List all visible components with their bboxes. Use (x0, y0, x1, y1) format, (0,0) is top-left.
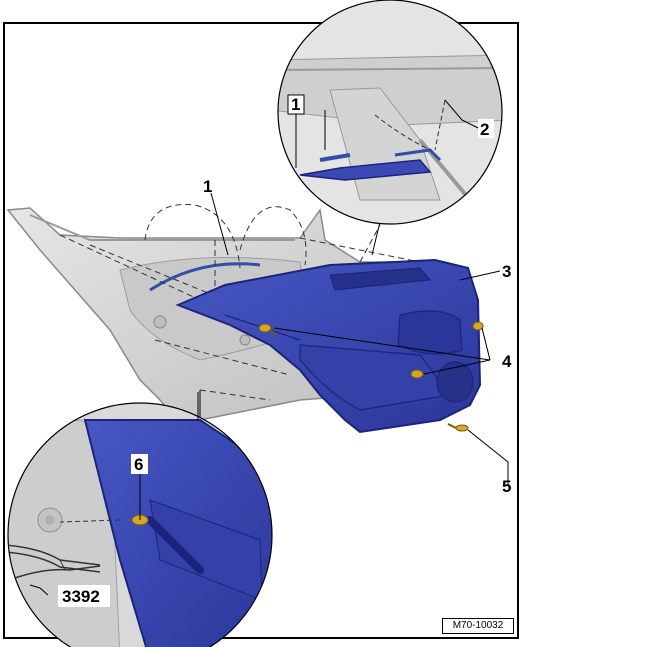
clip-fastener (410, 369, 424, 379)
svg-text:6: 6 (134, 455, 143, 474)
callout-3: 3 (502, 262, 511, 281)
svg-text:5: 5 (502, 477, 511, 496)
clip-fastener (472, 321, 484, 331)
callout-4: 4 (502, 352, 512, 371)
callout-tool-3392: 3392 (58, 585, 110, 607)
door-trim-panel (175, 258, 482, 434)
callout-5: 5 (502, 477, 511, 496)
callout-6: 6 (131, 454, 148, 474)
detail-view-bottom (7, 402, 273, 647)
callout-1-top: 1 (203, 177, 212, 196)
callout-2: 2 (478, 119, 494, 139)
svg-text:1: 1 (291, 95, 300, 114)
clip-fastener (258, 323, 277, 335)
svg-text:2: 2 (480, 120, 489, 139)
svg-text:1: 1 (203, 177, 212, 196)
detail-view-top (277, 0, 503, 225)
svg-text:4: 4 (502, 352, 512, 371)
callout-1-detail: 1 (287, 94, 305, 115)
svg-text:3: 3 (502, 262, 511, 281)
screw-fastener (447, 423, 469, 432)
leader-lines (199, 192, 509, 485)
fastener-group (258, 321, 484, 432)
figure-code-label: M70-10032 (442, 618, 514, 634)
svg-text:3392: 3392 (62, 587, 100, 606)
